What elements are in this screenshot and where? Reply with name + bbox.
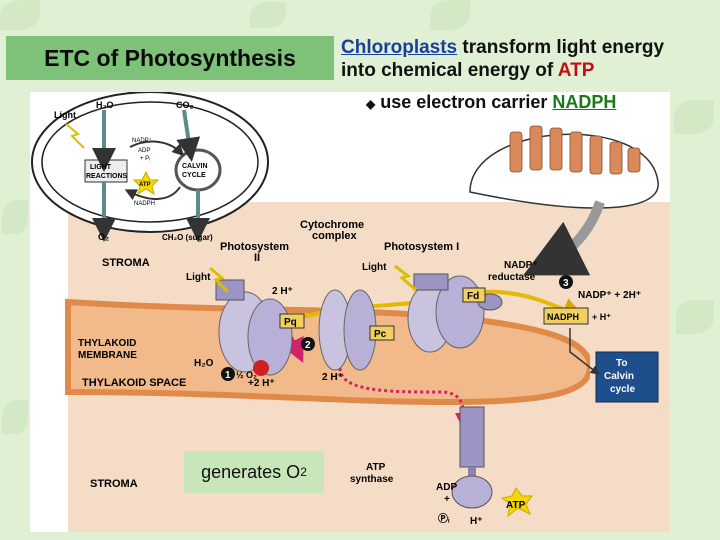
plus-h-label: + H⁺ [592, 312, 611, 322]
inset-calvin-2: CYCLE [182, 172, 206, 179]
thylakoid-membrane-label-1: THYLAKOID [78, 338, 136, 349]
bg-leaf [0, 0, 40, 30]
bullet-line: ◆ use electron carrier NADPH [366, 92, 616, 113]
pi-label: Ⓟᵢ [438, 512, 450, 525]
lightning-icon [209, 266, 230, 294]
pq-label: Pq [284, 317, 297, 328]
thylakoid-membrane-label-2: MEMBRANE [78, 350, 137, 361]
inset-co2-label: CO₂ [176, 100, 194, 110]
atp-star-label: ATP [506, 500, 526, 511]
inset-light-label: Light [54, 110, 76, 120]
chloroplasts-link[interactable]: Chloroplasts [341, 37, 458, 58]
inset-ch2o-label: CH₂O (sugar) [162, 233, 213, 242]
half-o2-label: ½ O₂ [236, 370, 257, 380]
thylakoid-space-label: THYLAKOID SPACE [82, 377, 186, 389]
inset-h2o-label: H₂O [96, 100, 114, 110]
stroma-bottom-label: STROMA [90, 478, 138, 490]
inset-calvin-1: CALVIN [182, 163, 208, 170]
step-1: 1 [225, 370, 231, 381]
heading-line2: into chemical energy of [341, 60, 558, 81]
o2-molecule-icon [253, 360, 269, 376]
inset-o2-label: O₂ [98, 232, 109, 242]
inset-light-reactions-2: REACTIONS [86, 173, 128, 180]
atp-synthase-label-2: synthase [350, 474, 394, 485]
proton-path-2 [338, 367, 473, 431]
atp-synthase-label-1: ATP [366, 462, 386, 473]
to-calvin-box [595, 351, 659, 403]
to-calvin-3: cycle [610, 384, 635, 395]
granum-inset [469, 125, 659, 276]
lightning-icon [394, 264, 417, 292]
inset-nadp-label: NADP⁺ [132, 137, 152, 144]
h-plus-label: H⁺ [470, 516, 483, 527]
fd-label: Fd [467, 291, 479, 302]
photosystem-ii-complex [215, 279, 293, 376]
plus-label: + [444, 494, 450, 505]
nadph-box-label: NADPH [547, 312, 579, 322]
bg-leaf [430, 0, 470, 30]
bullet-text: use electron carrier [380, 92, 553, 112]
adp-label: ADP [436, 482, 457, 493]
light-left-label: Light [186, 272, 211, 283]
etc-diagram: Light H₂O CO₂ NADP⁺ ADP + Pᵢ LIGHT REACT… [30, 92, 670, 532]
cytochrome-label-2: complex [312, 230, 358, 242]
bg-leaf [250, 2, 286, 28]
inset-nadph-label: NADPH [134, 201, 155, 207]
bg-leaf [674, 100, 714, 134]
inset-light-reactions-1: LIGHT [90, 164, 112, 171]
h2o-label: H₂O [194, 358, 214, 369]
photosystem-i-complex [407, 273, 485, 353]
atp-synthase-complex [451, 406, 493, 509]
bullet-diamond-icon: ◆ [366, 97, 376, 111]
bg-leaf [2, 400, 28, 434]
two-h-top-label: 2 H⁺ [272, 286, 293, 297]
stroma-top-label: STROMA [102, 257, 150, 269]
slide-heading: Chloroplasts transform light energy into… [341, 36, 664, 82]
inset-atp-label: ATP [139, 182, 151, 188]
callout-text: generates O [201, 461, 301, 482]
lightning-icon [65, 123, 85, 149]
two-h-mid-label: 2 H⁺ [322, 372, 343, 383]
photosystem-i-label: Photosystem I [384, 241, 459, 253]
bg-leaf [676, 300, 714, 334]
atp-word: ATP [557, 60, 595, 81]
light-right-label: Light [362, 262, 387, 273]
cytochrome-complex [318, 289, 377, 371]
inset-adp-label: ADP [138, 148, 150, 154]
photosystem-ii-label-1: Photosystem [220, 241, 289, 253]
plus-2h-label: +2 H⁺ [248, 378, 275, 389]
nadp-reductase-label-1: NADP⁺ [504, 260, 538, 271]
to-calvin-1: To [616, 358, 627, 369]
nadph-link[interactable]: NADPH [552, 92, 617, 112]
step-3: 3 [563, 278, 569, 289]
chloroplast-inset: Light H₂O CO₂ NADP⁺ ADP + Pᵢ LIGHT REACT… [31, 92, 269, 242]
step-2: 2 [305, 340, 311, 351]
cytochrome-label-1: Cytochrome [300, 219, 364, 231]
bg-leaf [2, 200, 28, 234]
photosystem-ii-label-2: II [254, 252, 260, 264]
pc-label: Pc [374, 329, 387, 340]
nadp-reductase-label-2: reductase [488, 272, 536, 283]
heading-line1: transform light energy [457, 37, 665, 58]
callout-sub: 2 [300, 465, 307, 479]
inset-pi-label: + Pᵢ [140, 156, 150, 162]
nadp-equation-label: NADP⁺ + 2H⁺ [578, 290, 641, 301]
atp-star-icon [500, 487, 533, 518]
to-calvin-2: Calvin [604, 371, 634, 382]
slide-title: ETC of Photosynthesis [6, 36, 334, 80]
